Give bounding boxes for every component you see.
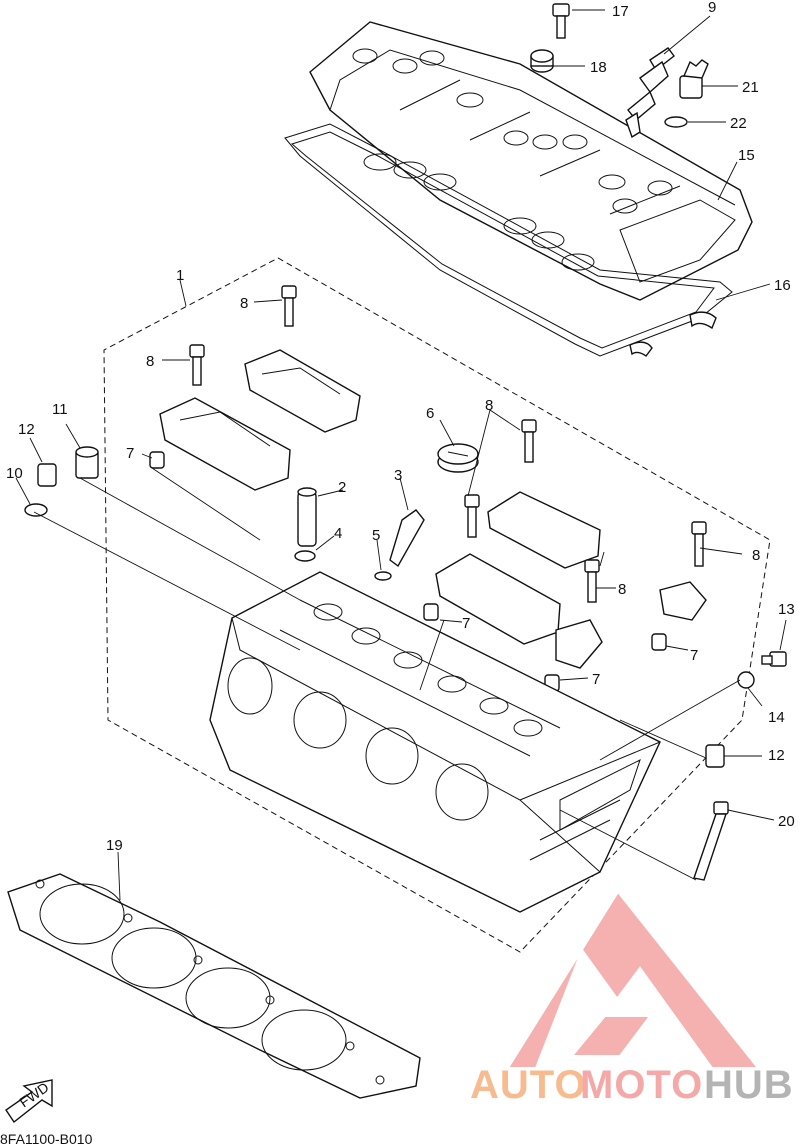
callout-7c: 7 bbox=[690, 647, 698, 664]
callout-7b: 7 bbox=[462, 615, 470, 632]
callout-18: 18 bbox=[590, 59, 607, 76]
callout-4: 4 bbox=[334, 525, 342, 542]
cylinder-head-gasket bbox=[7, 873, 421, 1099]
guide-circlip bbox=[294, 550, 316, 562]
dowel-pin bbox=[149, 451, 165, 469]
callout-8a: 8 bbox=[240, 295, 248, 312]
cap-bolt bbox=[189, 344, 205, 386]
callout-3: 3 bbox=[394, 467, 402, 484]
valve-guide bbox=[297, 487, 317, 547]
sleeve-right bbox=[705, 744, 725, 768]
washer bbox=[24, 503, 48, 517]
callout-8b: 8 bbox=[146, 353, 154, 370]
forward-direction-arrow: FWD bbox=[5, 1079, 53, 1124]
callout-12a: 12 bbox=[18, 421, 35, 438]
valve-stem-seal bbox=[389, 509, 425, 568]
cylinder-head-cover bbox=[309, 21, 753, 301]
watermark-moto: MOTO bbox=[580, 1063, 703, 1107]
callout-13: 13 bbox=[778, 601, 795, 618]
oil-gallery-bolt bbox=[761, 651, 787, 667]
watermark-logo-mark bbox=[506, 890, 761, 1069]
watermark-logo: AUTO MOTO HUB bbox=[470, 890, 794, 1107]
o-ring bbox=[664, 116, 688, 128]
cover-grommet bbox=[530, 49, 554, 73]
callout-7d: 7 bbox=[592, 671, 600, 688]
cap-bolt bbox=[584, 559, 600, 603]
head-cover-gasket bbox=[284, 123, 733, 357]
dowel-pin bbox=[423, 603, 439, 621]
callout-5: 5 bbox=[372, 527, 380, 544]
callout-9: 9 bbox=[708, 0, 716, 16]
screw-cap bbox=[437, 443, 479, 473]
leader-lines bbox=[15, 9, 787, 901]
spark-plug bbox=[625, 47, 675, 139]
callout-11: 11 bbox=[52, 401, 68, 418]
callout-12b: 12 bbox=[768, 747, 785, 764]
callout-15: 15 bbox=[738, 147, 755, 164]
callout-19: 19 bbox=[106, 837, 123, 854]
camshaft-cap-upper-2 bbox=[159, 397, 291, 491]
watermark-auto: AUTO bbox=[470, 1063, 587, 1107]
callout-8e: 8 bbox=[618, 581, 626, 598]
callout-17: 17 bbox=[612, 3, 629, 20]
callout-21: 21 bbox=[742, 79, 759, 96]
callout-8d: 8 bbox=[752, 547, 760, 564]
dowel-pin bbox=[651, 633, 667, 651]
sleeve-large bbox=[75, 446, 99, 479]
camshaft-cap-right-2 bbox=[435, 553, 561, 645]
cap-bolt bbox=[691, 521, 707, 567]
callout-20: 20 bbox=[778, 813, 795, 830]
cover-plug bbox=[679, 59, 709, 99]
tensioner-bracket bbox=[555, 581, 707, 669]
callout-7a: 7 bbox=[126, 445, 134, 462]
drawing-code: 8FA1100-B010 bbox=[0, 1131, 93, 1147]
head-bolt bbox=[693, 801, 729, 881]
gasket-washer bbox=[737, 671, 755, 689]
assembly-boundary bbox=[103, 257, 771, 953]
cover-bolt bbox=[552, 3, 570, 39]
callout-14: 14 bbox=[768, 709, 785, 726]
seal-circlip bbox=[374, 571, 392, 581]
cap-bolt bbox=[281, 285, 297, 327]
callout-6: 6 bbox=[426, 405, 434, 422]
cap-bolt bbox=[521, 419, 537, 463]
callout-numbers: 1 2 3 4 5 6 7 7 7 7 8 8 8 8 8 9 10 11 12… bbox=[6, 0, 795, 854]
watermark-hub: HUB bbox=[704, 1063, 794, 1107]
callout-1: 1 bbox=[176, 267, 184, 284]
callout-2: 2 bbox=[338, 479, 346, 496]
camshaft-cap-right-1 bbox=[487, 491, 601, 569]
cap-bolt bbox=[464, 494, 480, 538]
callout-22: 22 bbox=[730, 115, 747, 132]
cylinder-head bbox=[209, 571, 661, 913]
callout-16: 16 bbox=[774, 277, 791, 294]
callout-8c: 8 bbox=[485, 397, 493, 414]
callout-10: 10 bbox=[6, 465, 23, 482]
sleeve bbox=[37, 463, 57, 487]
camshaft-cap-upper-1 bbox=[244, 349, 361, 433]
